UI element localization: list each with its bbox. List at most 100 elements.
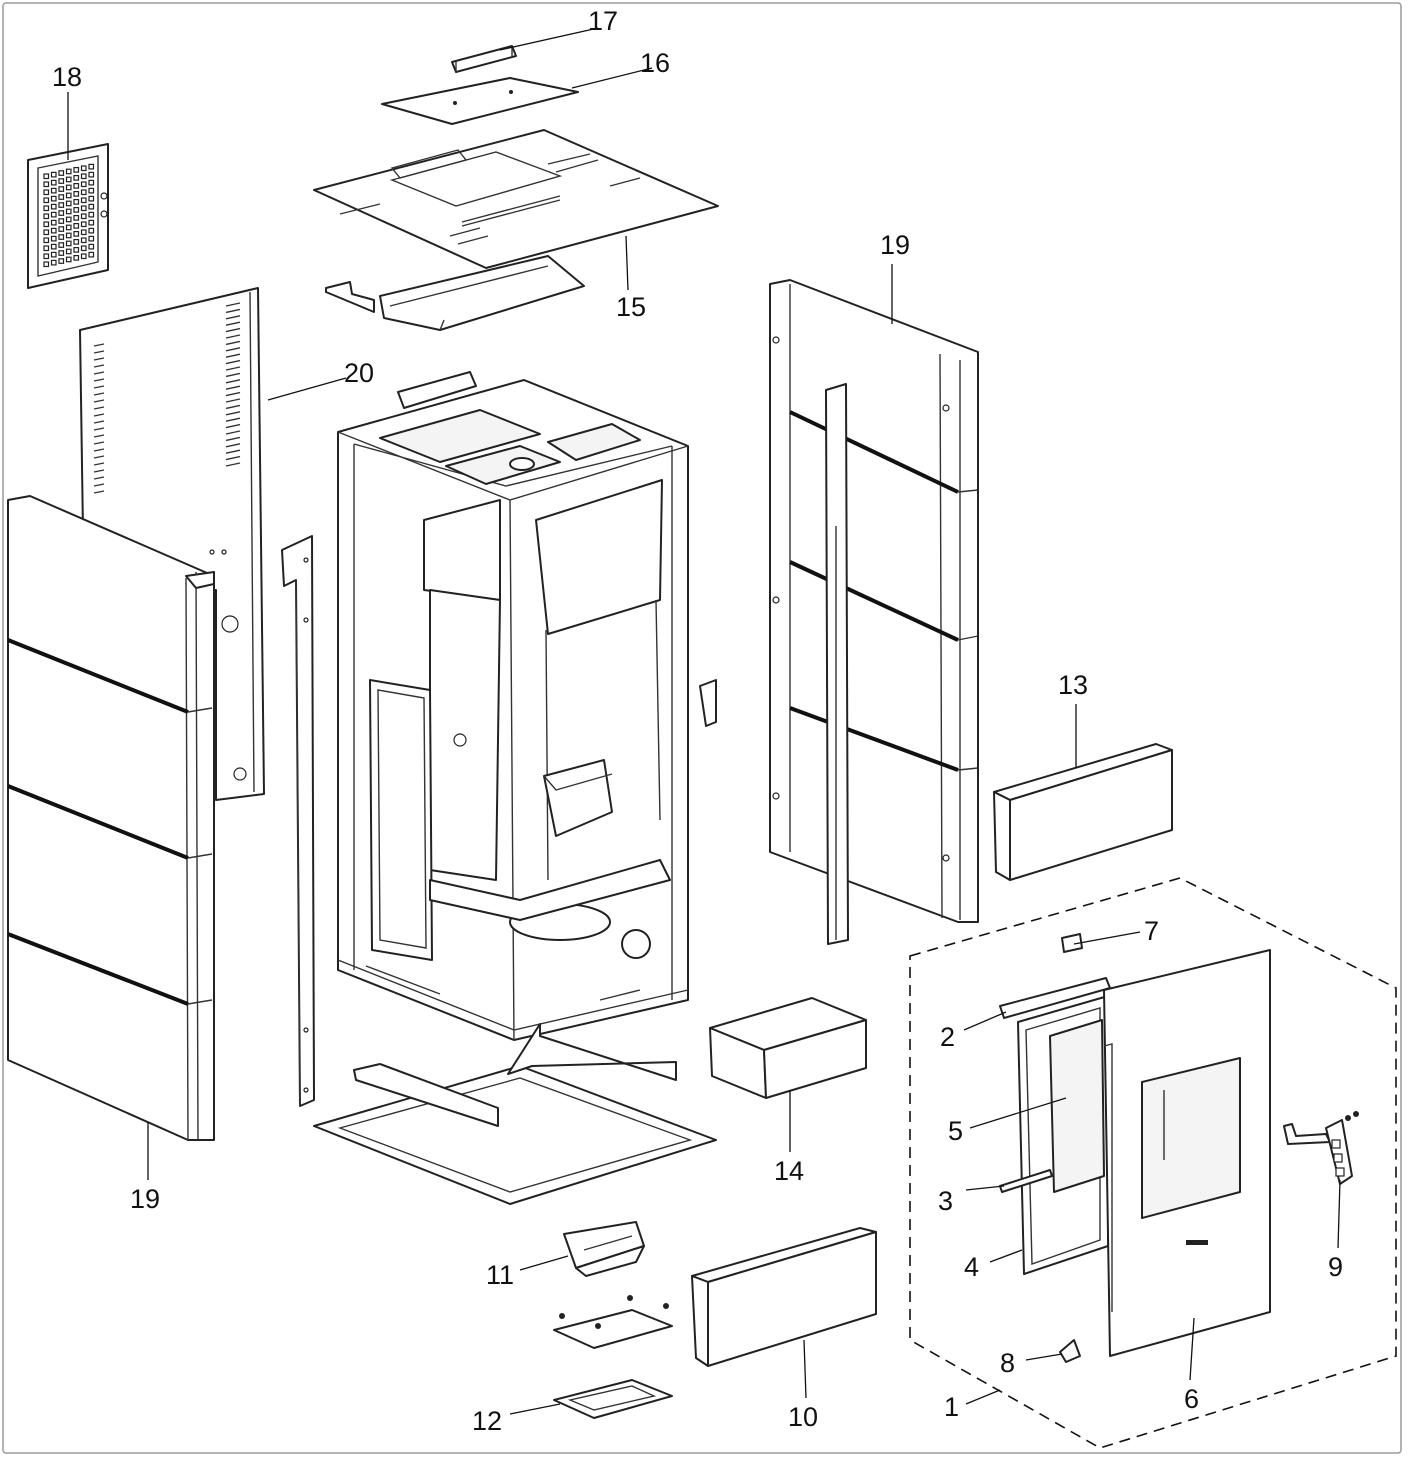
vent-slot [93,469,105,473]
grille-hole [43,173,50,180]
vent-slot [225,315,241,320]
callout-14: 14 [774,1156,804,1186]
vent-slot [93,483,105,487]
callout-8: 8 [1000,1348,1015,1378]
callout-20: 20 [344,358,374,388]
grille-hole [58,210,65,216]
part-17-top-handle [451,45,517,73]
part-8-bottom-hinge [1059,1339,1081,1363]
grille-hole [80,253,87,260]
grille-hole [43,253,50,260]
vent-slot [225,430,241,435]
grille-hole [50,243,57,250]
grille-hole [88,179,95,186]
grille-hole [58,242,65,248]
grille-hole [73,215,80,221]
grille-hole [43,197,50,204]
vent-slot [225,366,241,371]
vent-slot [225,372,241,378]
callout-17: 17 [588,6,618,36]
grille-hole [50,211,57,218]
part-20-rear-panel [79,287,265,801]
part-9-door-handle [1283,1111,1359,1185]
vent-slot [93,371,105,375]
grille-hole [65,248,72,255]
grille-hole [65,256,72,263]
grille-hole [50,251,57,258]
vent-slot [93,357,105,361]
grille-hole [80,221,87,228]
grille-hole [73,247,80,253]
grille-hole [73,191,80,197]
vent-slot [225,353,241,358]
part-15-top-frame [313,129,719,331]
vent-slot [93,490,105,494]
part-14-bracket-box [709,997,867,1099]
callout-19-right: 19 [880,230,910,260]
vent-slot [225,385,241,390]
grille-hole [58,250,65,256]
callout-15: 15 [616,292,646,322]
grille-hole [43,189,50,196]
grille-hole [73,239,80,245]
part-13-side-cover [993,743,1173,881]
grille-hole [80,245,87,252]
callout-7: 7 [1144,916,1159,946]
grille-hole [58,234,65,240]
grille-hole [88,203,95,210]
vent-slot [225,417,241,422]
grille-hole [43,245,50,252]
grille-hole [88,211,95,218]
grille-hole [73,199,80,205]
grille-hole [73,183,80,189]
grille-hole [88,227,95,234]
part-6-front-door [1103,949,1271,1357]
grille-hole [65,192,72,199]
callout-labels: 17 16 15 18 20 19 19 13 14 11 12 10 7 2 … [52,6,1343,1436]
grille-hole [73,207,80,213]
grille-hole [73,167,80,173]
callout-13: 13 [1058,670,1088,700]
part-11-ash-pot [563,1221,645,1277]
vent-slot [93,406,105,410]
vent-slot [225,340,241,346]
callout-19-left: 19 [130,1184,160,1214]
vent-slot [225,449,241,454]
vent-slot [225,398,241,403]
grille-hole [65,224,72,231]
grille-hole [43,205,50,212]
callout-18: 18 [52,62,82,92]
inspection-plate [553,1295,673,1349]
grille-hole [50,227,57,234]
vent-slot [225,334,241,339]
left-bracket-strip [281,535,315,1107]
callout-3: 3 [938,1186,953,1216]
grille-hole [65,200,72,207]
grille-hole [80,229,87,236]
part-18-grille-panel [27,143,109,289]
part-16-top-cover-plate [381,77,579,125]
grille-hole [88,235,95,242]
grille-hole [58,186,65,192]
vent-slot [93,385,105,389]
grille-hole [58,170,65,176]
vent-slot [93,441,105,445]
vent-slot [93,399,105,403]
grille-hole [65,176,72,183]
grille-hole [80,181,87,188]
callout-9: 9 [1328,1252,1343,1282]
vent-slot [93,364,105,368]
grille-hole [50,203,57,210]
vent-slot [225,455,241,461]
main-stove-body [337,371,717,1041]
grille-hole [80,189,87,196]
vent-slot [225,379,241,384]
grille-hole [88,195,95,202]
callout-1: 1 [944,1392,959,1422]
grille-hole [43,181,50,188]
grille-hole [50,187,57,194]
grille-hole [43,221,50,228]
grille-hole [73,231,80,237]
